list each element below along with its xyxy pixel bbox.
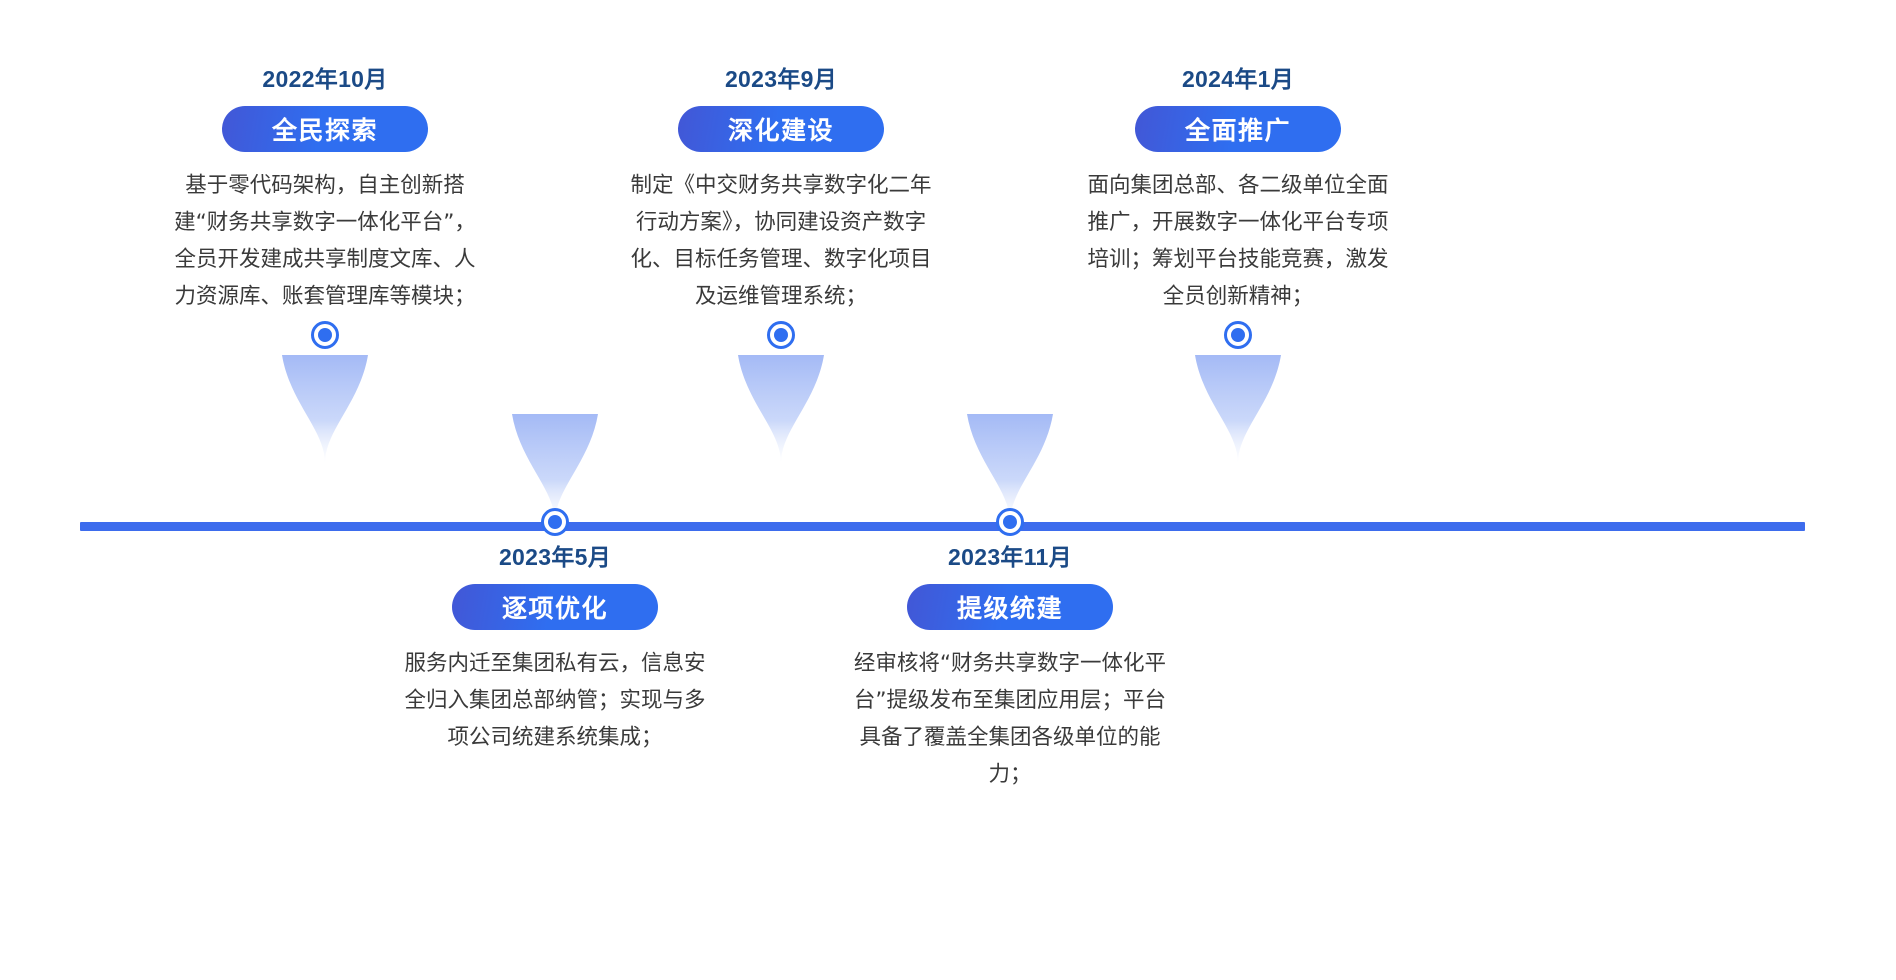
node-dot-icon	[996, 508, 1024, 536]
milestone-description: 面向集团总部、各二级单位全面推广，开展数字一体化平台专项培训；筹划平台技能竞赛，…	[1087, 172, 1389, 309]
milestone-pill-label[interactable]: 深化建设	[678, 105, 884, 152]
node-dot-icon	[541, 508, 569, 536]
milestone-2023-09: 2023年9月 深化建设 制定《中交财务共享数字化二年行动方案》，协同建设资产数…	[611, 66, 951, 350]
milestone-date: 2024年1月	[1181, 66, 1295, 92]
milestone-2022-10: 2022年10月 全民探索 基于零代码架构，自主创新搭建“财务共享数字一体化平台…	[155, 66, 495, 350]
milestone-2023-05: 2023年5月 逐项优化 服务内迁至集团私有云，信息安全归入集团总部纳管；实现与…	[385, 508, 725, 757]
milestone-description: 服务内迁至集团私有云，信息安全归入集团总部纳管；实现与多项公司统建系统集成；	[404, 650, 706, 750]
milestone-date: 2023年11月	[948, 544, 1072, 570]
funnel-connector-icon	[738, 355, 824, 475]
node-dot-icon	[1224, 321, 1252, 350]
milestone-pill-label[interactable]: 逐项优化	[452, 583, 658, 630]
milestone-date: 2022年10月	[262, 66, 388, 92]
milestone-description: 制定《中交财务共享数字化二年行动方案》，协同建设资产数字化、目标任务管理、数字化…	[630, 172, 932, 309]
milestone-description: 基于零代码架构，自主创新搭建“财务共享数字一体化平台”，全员开发建成共享制度文库…	[174, 172, 476, 309]
milestone-pill-label[interactable]: 提级统建	[907, 583, 1113, 630]
node-dot-icon	[311, 321, 339, 350]
milestone-pill-label[interactable]: 全民探索	[222, 105, 428, 152]
milestone-date: 2023年5月	[498, 544, 612, 570]
milestone-description: 经审核将“财务共享数字一体化平台”提级发布至集团应用层；平台具备了覆盖全集团各级…	[853, 650, 1167, 787]
milestone-pill-label[interactable]: 全面推广	[1135, 105, 1341, 152]
milestone-2024-01: 2024年1月 全面推广 面向集团总部、各二级单位全面推广，开展数字一体化平台专…	[1068, 66, 1408, 350]
node-dot-icon	[767, 321, 795, 350]
milestone-date: 2023年9月	[724, 66, 838, 92]
funnel-connector-icon	[1195, 355, 1281, 475]
funnel-connector-icon	[282, 355, 368, 475]
milestone-2023-11: 2023年11月 提级统建 经审核将“财务共享数字一体化平台”提级发布至集团应用…	[840, 508, 1180, 793]
timeline-axis	[80, 522, 1805, 531]
